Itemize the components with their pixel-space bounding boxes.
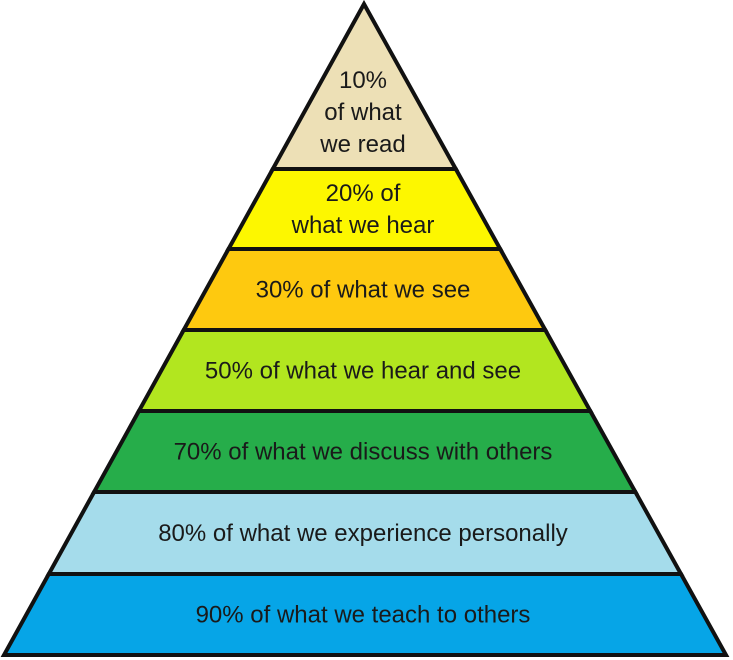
pyramid-tier-7-label: 90% of what we teach to others [196, 602, 531, 629]
pyramid-tier-3-label: 30% of what we see [256, 277, 471, 304]
pyramid-tier-1-label-line: of what [324, 99, 402, 126]
pyramid-tier-4-label-line: 50% of what we hear and see [205, 358, 521, 385]
pyramid-tier-6-label: 80% of what we experience personally [158, 520, 568, 547]
pyramid-labels: 10% of what we read 20% of what we hear 30% o… [158, 67, 568, 629]
pyramid-tier-6-label-line: 80% of what we experience personally [158, 520, 568, 547]
pyramid-tier-5-label: 70% of what we discuss with others [174, 439, 553, 466]
pyramid-tier-1-label-line: we read [319, 131, 405, 158]
pyramid-tier-1-label-line: 10% [339, 67, 387, 94]
pyramid-tier-2-label-line: 20% of [326, 180, 401, 207]
pyramid-tier-3-label-line: 30% of what we see [256, 277, 471, 304]
pyramid-tier-4-label: 50% of what we hear and see [205, 358, 521, 385]
pyramid-tier-2-label: 20% of what we hear [291, 180, 435, 239]
pyramid-tier-5-label-line: 70% of what we discuss with others [174, 439, 553, 466]
pyramid-tier-1-label: 10% of what we read [319, 67, 405, 158]
pyramid-tier-2-label-line: what we hear [291, 212, 435, 239]
pyramid-tier-7 [0, 572, 730, 657]
pyramid-tier-7-label-line: 90% of what we teach to others [196, 602, 531, 629]
